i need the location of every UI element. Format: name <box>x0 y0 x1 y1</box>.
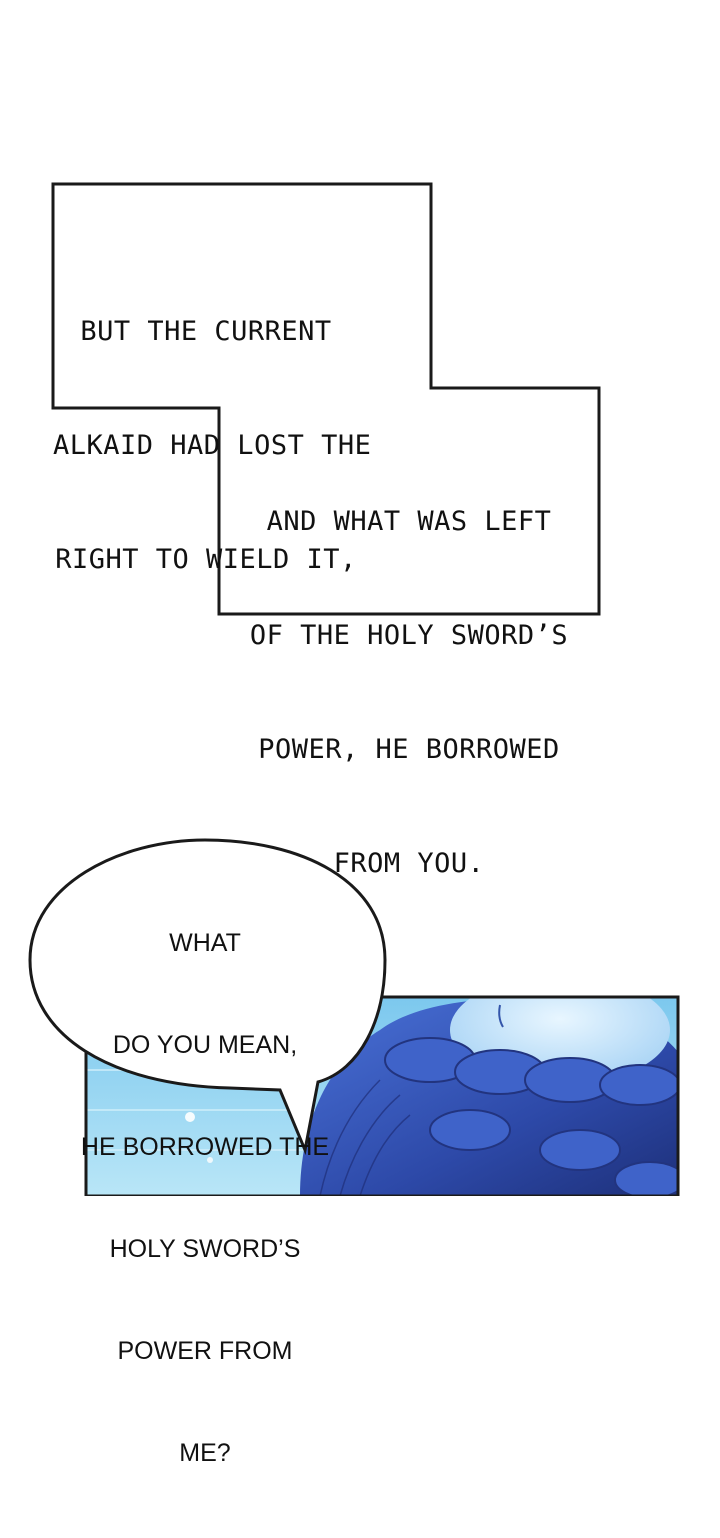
caption-line: FROM YOU. <box>333 848 485 879</box>
caption-line: OF THE HOLY SWORD’S <box>249 620 569 651</box>
speech-bubble-text: WHAT DO YOU MEAN, HE BORROWED THE HOLY S… <box>40 858 370 1538</box>
caption-line: POWER, HE BORROWED <box>258 734 560 765</box>
speech-line: POWER FROM <box>117 1337 293 1365</box>
speech-line: ME? <box>179 1439 231 1467</box>
speech-line: HOLY SWORD’S <box>109 1235 301 1263</box>
speech-bubble-shape <box>28 838 387 1156</box>
caption-box-shape <box>51 182 601 616</box>
sparkle <box>207 1157 213 1163</box>
panel-artwork <box>86 997 678 1196</box>
caption-line: BUT THE CURRENT <box>80 316 332 347</box>
caption-line: ALKAID HAD LOST THE <box>53 430 372 461</box>
sparkle <box>185 1112 195 1122</box>
illustration-panel <box>28 182 680 1196</box>
caption-text-lower: AND WHAT WAS LEFT OF THE HOLY SWORD’S PO… <box>219 427 599 959</box>
speech-line: WHAT <box>169 929 241 957</box>
caption-text-upper: BUT THE CURRENT ALKAID HAD LOST THE RIGH… <box>53 237 372 655</box>
caption-line: RIGHT TO WIELD IT, <box>55 544 357 575</box>
comic-page: BUT THE CURRENT ALKAID HAD LOST THE RIGH… <box>28 182 680 1467</box>
speech-line: DO YOU MEAN, <box>112 1031 298 1059</box>
caption-line: AND WHAT WAS LEFT <box>266 506 552 537</box>
speech-line: HE BORROWED THE <box>80 1133 330 1161</box>
